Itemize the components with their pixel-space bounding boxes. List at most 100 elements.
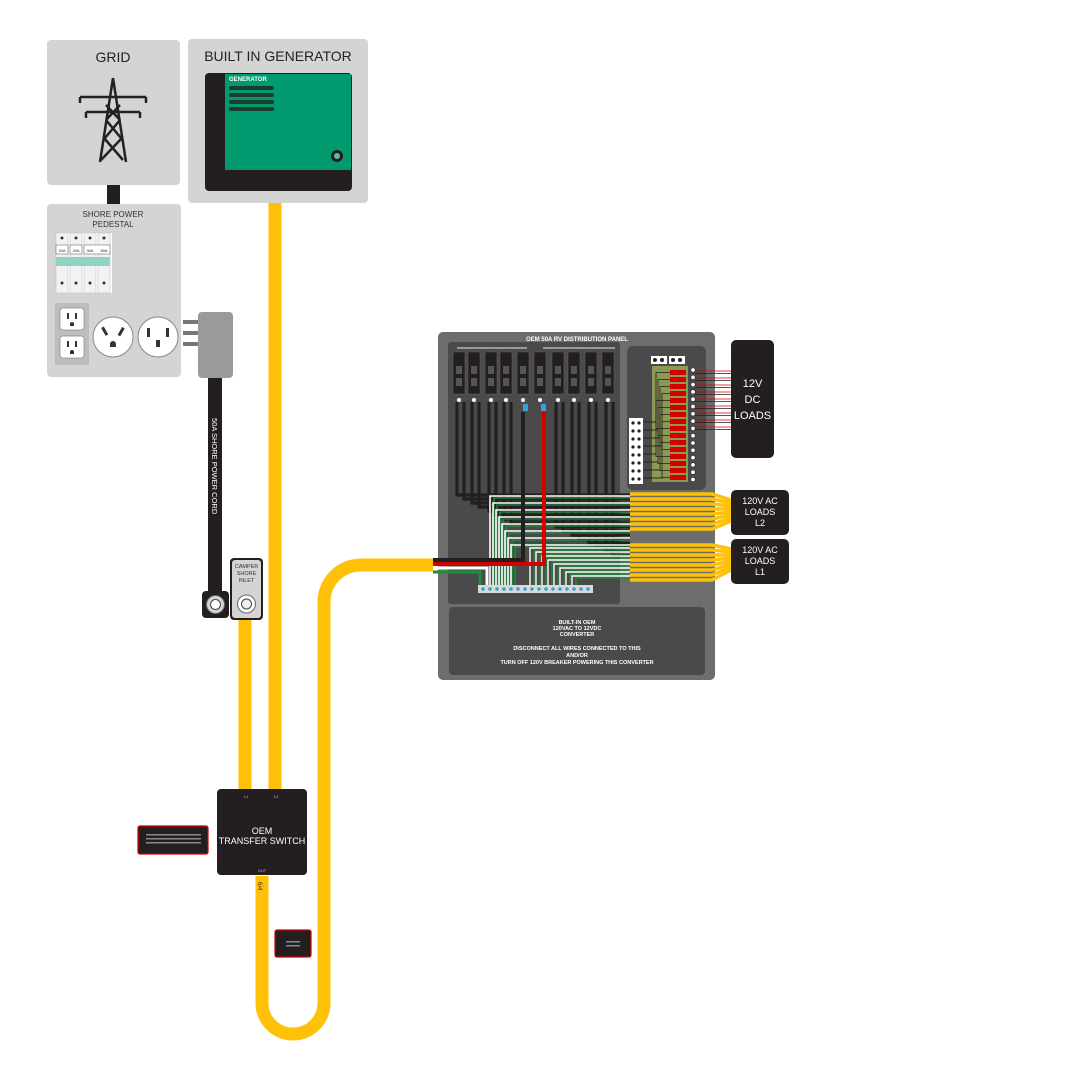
warning-label [137,825,209,855]
transmission-tower-icon [78,77,148,163]
dc-loads-box: 12V DC LOADS [731,340,774,458]
breaker [567,351,581,402]
breaker [601,351,615,402]
branch-wire [604,402,630,553]
branch-wire [487,402,630,513]
ts-to-panel-cable [255,558,433,1041]
converter-label-6: TURN OFF 120V BREAKER POWERING THIS CONV… [500,660,653,666]
dc-fuse [670,461,686,466]
ac-loads-l2-box: 120V AC LOADS L2 [731,490,789,535]
dc-fuses [643,367,696,482]
ac-l2-wire [630,510,732,516]
dc-fuse [670,412,686,417]
dc-fuse [670,419,686,424]
generator-badge: GENERATOR [229,77,267,83]
dc-fuse [670,405,686,410]
dc-loads-label-3: LOADS [734,410,771,422]
ac-l2-wire [630,513,732,521]
converter-label-4: DISCONNECT ALL WIRES CONNECTED TO THIS [513,646,641,652]
ac-load-wires [630,492,732,582]
dc-fuse [670,391,686,396]
inlet-label-1: CAMPER [235,564,259,570]
converter-label-3: CONVERTER [560,632,595,638]
breaker [516,351,530,402]
dc-fuse [670,377,686,382]
inlet-label-3: INLET [239,578,255,584]
breaker-label-20a-1: 20A [58,248,65,253]
dc-fuse [670,426,686,431]
plug-icon [183,312,233,378]
ac-l1-label-1: 120V AC [742,545,778,555]
cord-label: 50A SHORE POWER CORD [210,418,219,515]
dc-fuse [670,384,686,389]
ac-loads-l1-box: 120V AC LOADS L1 [731,539,789,584]
branch-wire [611,402,630,557]
panel-title: OEM 50A RV DISTRIBUTION PANEL [526,337,628,343]
outlet-50a-icon [137,316,179,358]
dc-load-wires [695,370,731,430]
dc-loads-label-2: DC [745,394,761,406]
ts-label-2: TRANSFER SWITCH [219,836,306,846]
dc-fuse [670,433,686,438]
ac-l2-label-1: 120V AC [742,496,778,506]
breaker-label-20a-2: 20A [72,248,79,253]
shore-power-cord: 50A SHORE POWER CORD [183,312,233,618]
ac-l1-wire [630,565,732,577]
pedestal-label-2: PEDESTAL [92,220,134,229]
branch-wire [587,402,630,545]
ac-l1-wire [630,559,732,567]
branch-wire [570,402,630,537]
ac-l2-wire [630,497,732,505]
generator-logo-icon [331,150,343,162]
breaker-row: 20A 20A 30A 50A [55,232,112,294]
converter-label-5: AND/OR [566,653,588,659]
ac-l2-label-2: LOADS [745,507,776,517]
ts-in-l2: L2 [274,794,279,799]
grid-box: GRID [47,40,180,185]
grid-label: GRID [96,49,131,65]
branch-wires [455,402,630,585]
neutral-bus-bar [478,585,593,593]
ac-l2-label-3: L2 [755,518,765,528]
main-feed [433,404,546,590]
dc-loads-label-1: 12V [743,378,763,390]
ac-l1-wire [630,543,732,551]
breaker-label-50a: 50A [100,248,107,253]
ts-out: OUT [258,868,267,873]
converter-label-2: 120VAC TO 12VDC [553,626,602,632]
breaker-label-30a: 30A [86,248,93,253]
breaker [467,351,481,402]
breaker [533,351,547,402]
ts-in-l1: L1 [244,794,249,799]
shore-power-pedestal: SHORE POWER PEDESTAL 20A 20A 30A 50A [47,204,181,377]
ts-label-1: OEM [252,826,273,836]
converter-section: BUILT-IN OEM 120VAC TO 12VDC CONVERTER D… [449,607,705,675]
dc-fuse [670,370,686,375]
ac-l1-label-2: LOADS [745,556,776,566]
distribution-panel: OEM 50A RV DISTRIBUTION PANEL [433,332,715,680]
ac-l2-wire [630,516,732,526]
breaker [551,351,565,402]
breaker [452,351,466,402]
breaker [484,351,498,402]
pedestal-label-1: SHORE POWER [83,210,144,219]
dc-fuse [670,447,686,452]
dc-fuse-block [627,346,706,490]
branch-wire [462,402,630,501]
ac-l2-wire [630,502,732,508]
outlet-icon [59,307,85,359]
ac-l1-wire [630,562,732,572]
dc-fuse [670,398,686,403]
ac-l2-wire [630,519,732,531]
transfer-switch: L1 L2 OEM TRANSFER SWITCH OUT [217,789,307,875]
breaker [584,351,598,402]
ac-l1-wire [630,556,732,562]
cable-tag [274,929,312,958]
converter-label-1: BUILT-IN OEM [559,620,596,626]
dc-fuse [670,468,686,473]
camper-shore-inlet: CAMPER SHORE INLET [230,558,263,620]
generator-box: BUILT IN GENERATOR GENERATOR [188,39,368,203]
outlet-30a-icon [92,316,134,358]
generator-title: BUILT IN GENERATOR [204,48,352,64]
